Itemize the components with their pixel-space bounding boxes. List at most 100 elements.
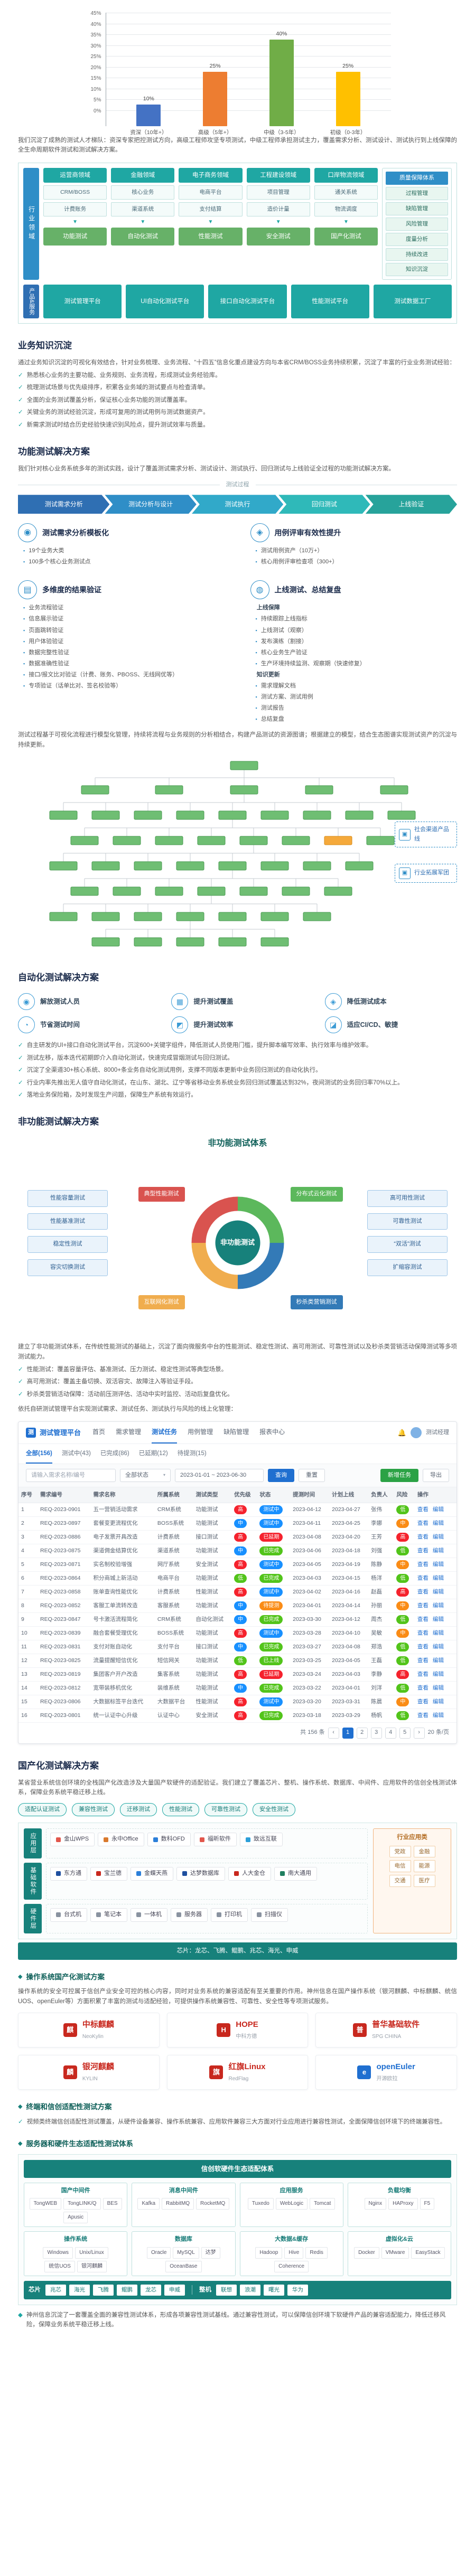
table-row[interactable]: 12 REQ-2023-0825 流量提醒短信优化 短信网关 功能测试 低 已上…: [18, 1654, 457, 1668]
page-button[interactable]: 2: [356, 1727, 368, 1739]
status-tab[interactable]: 全部(156): [26, 1449, 52, 1464]
edit-link[interactable]: 编辑: [432, 1574, 444, 1581]
view-link[interactable]: 查看: [417, 1684, 429, 1691]
view-link[interactable]: 查看: [417, 1506, 429, 1513]
column-header[interactable]: 测试类型: [193, 1487, 232, 1503]
view-link[interactable]: 查看: [417, 1561, 429, 1568]
view-link[interactable]: 查看: [417, 1657, 429, 1664]
table-row[interactable]: 3 REQ-2023-0886 电子发票开具改造 计费系统 接口测试 高 已延期…: [18, 1530, 457, 1544]
edit-link[interactable]: 编辑: [432, 1602, 444, 1609]
edit-link[interactable]: 编辑: [432, 1684, 444, 1691]
reset-button[interactable]: 重置: [299, 1468, 325, 1482]
column-header[interactable]: 风险: [394, 1487, 415, 1503]
table-row[interactable]: 9 REQ-2023-0847 号卡激活流程简化 CRM系统 自动化测试 中 已…: [18, 1612, 457, 1627]
table-row[interactable]: 6 REQ-2023-0864 积分商城上新活动 电商平台 功能测试 低 已完成…: [18, 1571, 457, 1586]
table-row[interactable]: 13 REQ-2023-0819 集团客户开户改造 集客系统 功能测试 高 已延…: [18, 1667, 457, 1682]
table-row[interactable]: 7 REQ-2023-0858 账单查询性能优化 计费系统 性能测试 高 测试中…: [18, 1585, 457, 1599]
view-link[interactable]: 查看: [417, 1533, 429, 1540]
page-size[interactable]: 20 条/页: [427, 1729, 449, 1736]
cell-test-type: 性能测试: [193, 1585, 232, 1599]
avatar[interactable]: [411, 1427, 422, 1439]
menu-item[interactable]: 需求管理: [116, 1428, 142, 1436]
edit-link[interactable]: 编辑: [432, 1547, 444, 1554]
table-row[interactable]: 2 REQ-2023-0897 套餐变更流程优化 BOSS系统 功能测试 中 测…: [18, 1516, 457, 1531]
menu-item[interactable]: 报表中心: [259, 1428, 285, 1436]
column-header[interactable]: 所属系统: [154, 1487, 193, 1503]
edit-link[interactable]: 编辑: [432, 1671, 444, 1677]
column-header[interactable]: 负责人: [368, 1487, 394, 1503]
view-link[interactable]: 查看: [417, 1602, 429, 1609]
edit-link[interactable]: 编辑: [432, 1643, 444, 1650]
benefit-icon: ◈: [324, 993, 342, 1011]
status-select[interactable]: 全部状态 ▾: [120, 1468, 171, 1482]
bullet-icon: ▪: [255, 660, 257, 666]
status-tab[interactable]: 已完成(86): [100, 1449, 129, 1463]
page-button[interactable]: ‹: [328, 1727, 339, 1739]
search-input[interactable]: 请输入需求名称/编号: [26, 1468, 116, 1482]
page-button[interactable]: 5: [399, 1727, 411, 1739]
table-row[interactable]: 1 REQ-2023-0901 五一营销活动需求 CRM系统 功能测试 高 测试…: [18, 1503, 457, 1517]
edit-link[interactable]: 编辑: [432, 1657, 444, 1664]
table-row[interactable]: 10 REQ-2023-0839 融合套餐受理优化 BOSS系统 功能测试 高 …: [18, 1626, 457, 1640]
page-button[interactable]: ›: [413, 1727, 425, 1739]
column-header[interactable]: 序号: [18, 1487, 38, 1503]
date-range-input[interactable]: 2023-01-01 ~ 2023-06-30: [175, 1468, 264, 1482]
xc-layer: 硬件层 台式机 笔记本: [24, 1903, 368, 1934]
table-row[interactable]: 15 REQ-2023-0806 大数据标签平台迭代 大数据平台 性能测试 高 …: [18, 1695, 457, 1709]
edit-link[interactable]: 编辑: [432, 1616, 444, 1622]
table-row[interactable]: 5 REQ-2023-0871 实名制校验增强 网厅系统 安全测试 高 测试中 …: [18, 1558, 457, 1572]
edit-link[interactable]: 编辑: [432, 1533, 444, 1540]
status-tab[interactable]: 测试中(43): [62, 1449, 91, 1463]
edit-link[interactable]: 编辑: [432, 1520, 444, 1526]
column-header[interactable]: 提测时间: [290, 1487, 330, 1503]
column-header[interactable]: 需求名称: [90, 1487, 155, 1503]
check-icon: ✓: [18, 1091, 23, 1098]
table-row[interactable]: 16 REQ-2023-0801 统一认证中心升级 认证中心 安全测试 高 已完…: [18, 1709, 457, 1723]
menu-item[interactable]: 缺陷管理: [223, 1428, 249, 1436]
view-link[interactable]: 查看: [417, 1588, 429, 1595]
view-link[interactable]: 查看: [417, 1712, 429, 1719]
table-row[interactable]: 14 REQ-2023-0812 宽带装移机优化 装维系统 功能测试 中 已完成…: [18, 1681, 457, 1695]
column-header[interactable]: 需求编号: [38, 1487, 91, 1503]
bullet-icon: ▪: [255, 627, 257, 633]
page-button[interactable]: 4: [385, 1727, 396, 1739]
server-chip: 华为: [287, 2284, 308, 2296]
table-row[interactable]: 11 REQ-2023-0831 支付对账自动化 支付平台 接口测试 中 已完成…: [18, 1640, 457, 1654]
view-link[interactable]: 查看: [417, 1629, 429, 1636]
column-header[interactable]: 状态: [257, 1487, 291, 1503]
search-button[interactable]: 查询: [268, 1468, 294, 1482]
status-badge: 已延期: [259, 1532, 283, 1542]
view-link[interactable]: 查看: [417, 1643, 429, 1650]
edit-link[interactable]: 编辑: [432, 1629, 444, 1636]
menu-item[interactable]: 用例管理: [188, 1428, 213, 1436]
edit-link[interactable]: 编辑: [432, 1712, 444, 1719]
export-button[interactable]: 导出: [423, 1468, 449, 1482]
view-link[interactable]: 查看: [417, 1547, 429, 1554]
column-header[interactable]: 计划上线: [329, 1487, 369, 1503]
edit-link[interactable]: 编辑: [432, 1698, 444, 1705]
view-link[interactable]: 查看: [417, 1574, 429, 1581]
status-tab[interactable]: 已延期(12): [139, 1449, 168, 1463]
menu-item[interactable]: 测试任务: [152, 1422, 178, 1444]
bell-icon[interactable]: 🔔: [397, 1428, 406, 1437]
edit-link[interactable]: 编辑: [432, 1506, 444, 1513]
section-title-xc: 国产化测试解决方案: [18, 1760, 99, 1771]
view-link[interactable]: 查看: [417, 1616, 429, 1622]
table-row[interactable]: 8 REQ-2023-0852 客服工单流转改造 客服系统 功能测试 中 待提测…: [18, 1599, 457, 1613]
add-task-button[interactable]: 新增任务: [380, 1468, 418, 1482]
cell-priority: 中: [231, 1681, 257, 1695]
view-link[interactable]: 查看: [417, 1671, 429, 1677]
edit-link[interactable]: 编辑: [432, 1561, 444, 1568]
edit-link[interactable]: 编辑: [432, 1588, 444, 1595]
menu-item[interactable]: 首页: [92, 1428, 106, 1436]
page-button[interactable]: 1: [342, 1727, 353, 1739]
table-row[interactable]: 4 REQ-2023-0875 渠道佣金结算优化 渠道系统 功能测试 中 已完成…: [18, 1544, 457, 1558]
status-tab[interactable]: 待提测(15): [178, 1449, 207, 1463]
page-button[interactable]: 3: [370, 1727, 382, 1739]
view-link[interactable]: 查看: [417, 1698, 429, 1705]
cell-operations: 查看编辑: [414, 1695, 457, 1709]
column-header[interactable]: 优先级: [231, 1487, 257, 1503]
nonfunc-checklist: ✓ 性能测试：覆盖容量评估、基准测试、压力测试、稳定性测试等典型场景。 ✓ 高可…: [18, 1365, 457, 1399]
column-header[interactable]: 操作: [414, 1487, 457, 1503]
view-link[interactable]: 查看: [417, 1520, 429, 1526]
